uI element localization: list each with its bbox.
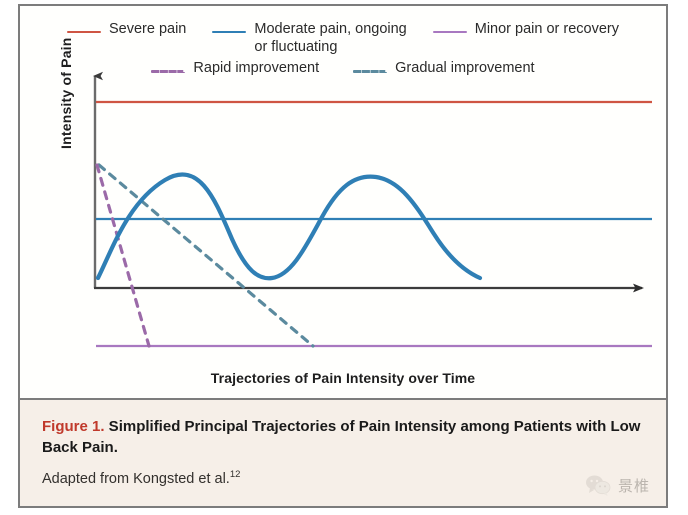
- wechat-icon: [585, 475, 611, 496]
- figure-caption: Figure 1. Simplified Principal Trajector…: [20, 398, 666, 506]
- caption-title-text: Simplified Principal Trajectories of Pai…: [42, 418, 641, 456]
- series-gradual-improvement: [97, 163, 315, 348]
- legend-label-gradual-improvement: Gradual improvement: [395, 60, 535, 77]
- figure-frame: Severe pain Moderate pain, ongoing or fl…: [18, 4, 668, 508]
- legend-row-2: Rapid improvement Gradual improvement: [20, 59, 666, 78]
- series-moderate-pain-fluctuating: [95, 172, 483, 281]
- caption-source-text: Adapted from Kongsted et al.: [42, 471, 230, 488]
- caption-source: Adapted from Kongsted et al.12: [42, 469, 644, 487]
- chart-legend: Severe pain Moderate pain, ongoing or fl…: [20, 20, 666, 78]
- line-swatch-icon: [432, 25, 467, 39]
- caption-title: Figure 1. Simplified Principal Trajector…: [42, 417, 644, 458]
- watermark-text: 景椎: [617, 477, 650, 495]
- legend-label-minor-pain: Minor pain or recovery: [474, 21, 619, 37]
- line-swatch-icon: [66, 25, 101, 39]
- line-swatch-icon: [212, 25, 247, 39]
- legend-label-severe-pain: Severe pain: [108, 21, 187, 37]
- dashed-line-swatch-icon: [151, 64, 186, 78]
- legend-row-1: Severe pain Moderate pain, ongoing or fl…: [20, 20, 666, 56]
- caption-reference-number: 12: [229, 469, 241, 481]
- legend-item-rapid-improvement: Rapid improvement: [151, 59, 319, 78]
- dashed-line-swatch-icon: [353, 64, 388, 78]
- series-rapid-improvement: [95, 163, 151, 348]
- legend-item-minor-pain: Minor pain or recovery: [432, 20, 619, 39]
- legend-item-gradual-improvement: Gradual improvement: [353, 59, 535, 78]
- legend-label-moderate-pain: Moderate pain, ongoing or fluctuating: [254, 21, 407, 56]
- plot-panel: Severe pain Moderate pain, ongoing or fl…: [20, 6, 666, 398]
- legend-item-severe-pain: Severe pain: [66, 20, 187, 39]
- trajectories-plot: [93, 71, 652, 348]
- figure-number: Figure 1.: [42, 418, 105, 435]
- x-axis-label: Trajectories of Pain Intensity over Time: [210, 370, 476, 386]
- legend-label-rapid-improvement: Rapid improvement: [193, 60, 320, 77]
- watermark: 景椎: [585, 474, 650, 496]
- legend-item-moderate-pain: Moderate pain, ongoing or fluctuating: [212, 20, 407, 56]
